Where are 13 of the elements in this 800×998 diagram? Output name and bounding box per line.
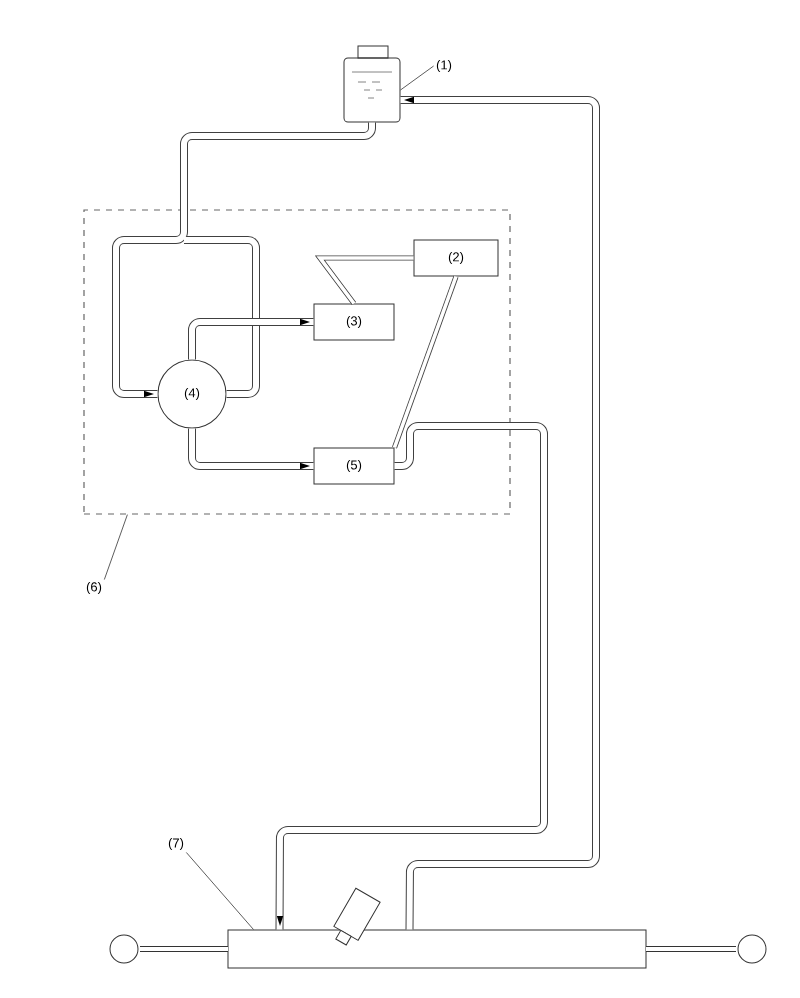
dashed-boundary bbox=[83, 209, 511, 515]
reservoir-drawing bbox=[343, 45, 401, 123]
hydraulic-line bbox=[188, 428, 314, 470]
hydraulic-line bbox=[392, 275, 459, 449]
hydraulic-line bbox=[188, 318, 314, 360]
hydraulic-line bbox=[112, 118, 376, 398]
leader-line bbox=[185, 852, 254, 930]
steering-rack-drawing bbox=[109, 887, 767, 969]
hydraulic-line bbox=[400, 96, 600, 930]
leader-line bbox=[103, 514, 128, 580]
hydraulic-line bbox=[275, 422, 548, 930]
leader-line bbox=[400, 65, 435, 91]
hydraulic-line bbox=[314, 255, 414, 306]
